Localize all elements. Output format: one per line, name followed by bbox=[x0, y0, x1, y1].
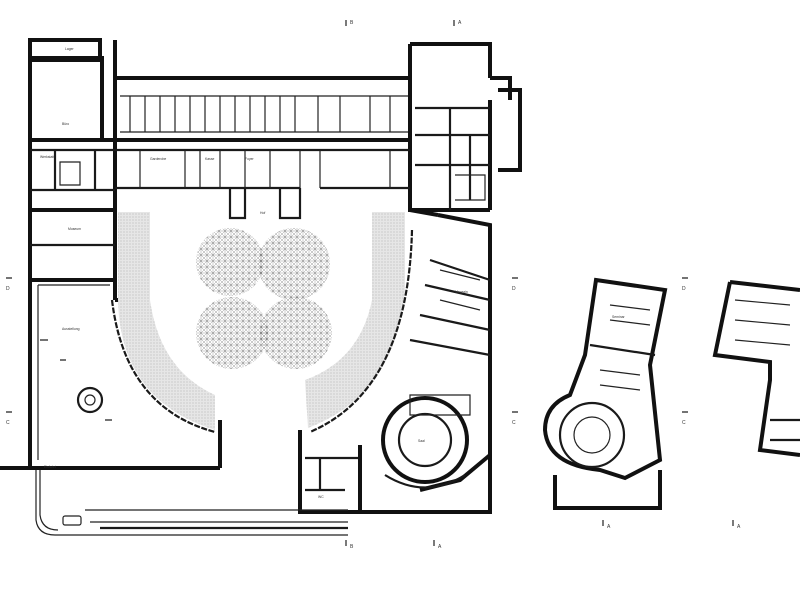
section-marker-a-top: A bbox=[458, 20, 462, 26]
section-marker-a-annex1: A bbox=[607, 524, 611, 530]
section-marker-c-mid: C bbox=[512, 420, 516, 426]
room-label-saal: Saal bbox=[418, 439, 425, 443]
room-label-einfahrt: Einfahrt bbox=[44, 465, 56, 469]
room-label-museum: Museum bbox=[68, 227, 81, 231]
annex-building-1 bbox=[542, 277, 668, 510]
section-marker-d-left: D bbox=[6, 286, 10, 292]
lower-block bbox=[298, 430, 492, 514]
room-label-ausstellung: Ausstellung bbox=[62, 327, 80, 331]
section-marker-d-right: D bbox=[682, 286, 686, 292]
section-marker-b-top: B bbox=[350, 20, 354, 26]
room-label-hof: Hof bbox=[260, 211, 265, 215]
section-marker-b-bottom: B bbox=[350, 544, 354, 550]
car-icon bbox=[62, 515, 82, 526]
tree-group bbox=[196, 228, 332, 369]
room-label-garderobe: Garderobe bbox=[150, 157, 166, 161]
room-label-magazin: Magazin bbox=[455, 290, 468, 294]
room-label-wc: WC bbox=[318, 495, 324, 499]
section-marker-d-mid: D bbox=[512, 286, 516, 292]
section-marker-a-annex2: A bbox=[737, 524, 741, 530]
room-label-seminar: Seminar bbox=[612, 315, 625, 319]
tree-icon bbox=[196, 297, 268, 369]
room-label-werkstatt: Werkstatt bbox=[40, 155, 54, 159]
section-marker-c-left: C bbox=[6, 420, 10, 426]
driveway bbox=[0, 466, 348, 536]
room-label-kasse: Kasse bbox=[205, 157, 215, 161]
exhibition-hall bbox=[37, 284, 112, 460]
section-marker-c-right: C bbox=[682, 420, 686, 426]
room-label-foyer: Foyer bbox=[245, 157, 255, 161]
tree-icon bbox=[260, 297, 332, 369]
section-marker-a-bottom: A bbox=[438, 544, 442, 550]
tree-icon bbox=[196, 228, 264, 296]
courtyard bbox=[110, 212, 414, 434]
tree-icon bbox=[258, 228, 330, 300]
cell-row bbox=[129, 96, 391, 132]
room-label-lager: Lager bbox=[65, 47, 75, 51]
annex-building-2 bbox=[712, 280, 800, 457]
section-markers: B A B A A A D C D C D C bbox=[6, 20, 741, 550]
room-labels: Lager Büro Werkstatt Museum Ausstellung … bbox=[40, 47, 625, 499]
room-label-buero: Büro bbox=[62, 122, 69, 126]
